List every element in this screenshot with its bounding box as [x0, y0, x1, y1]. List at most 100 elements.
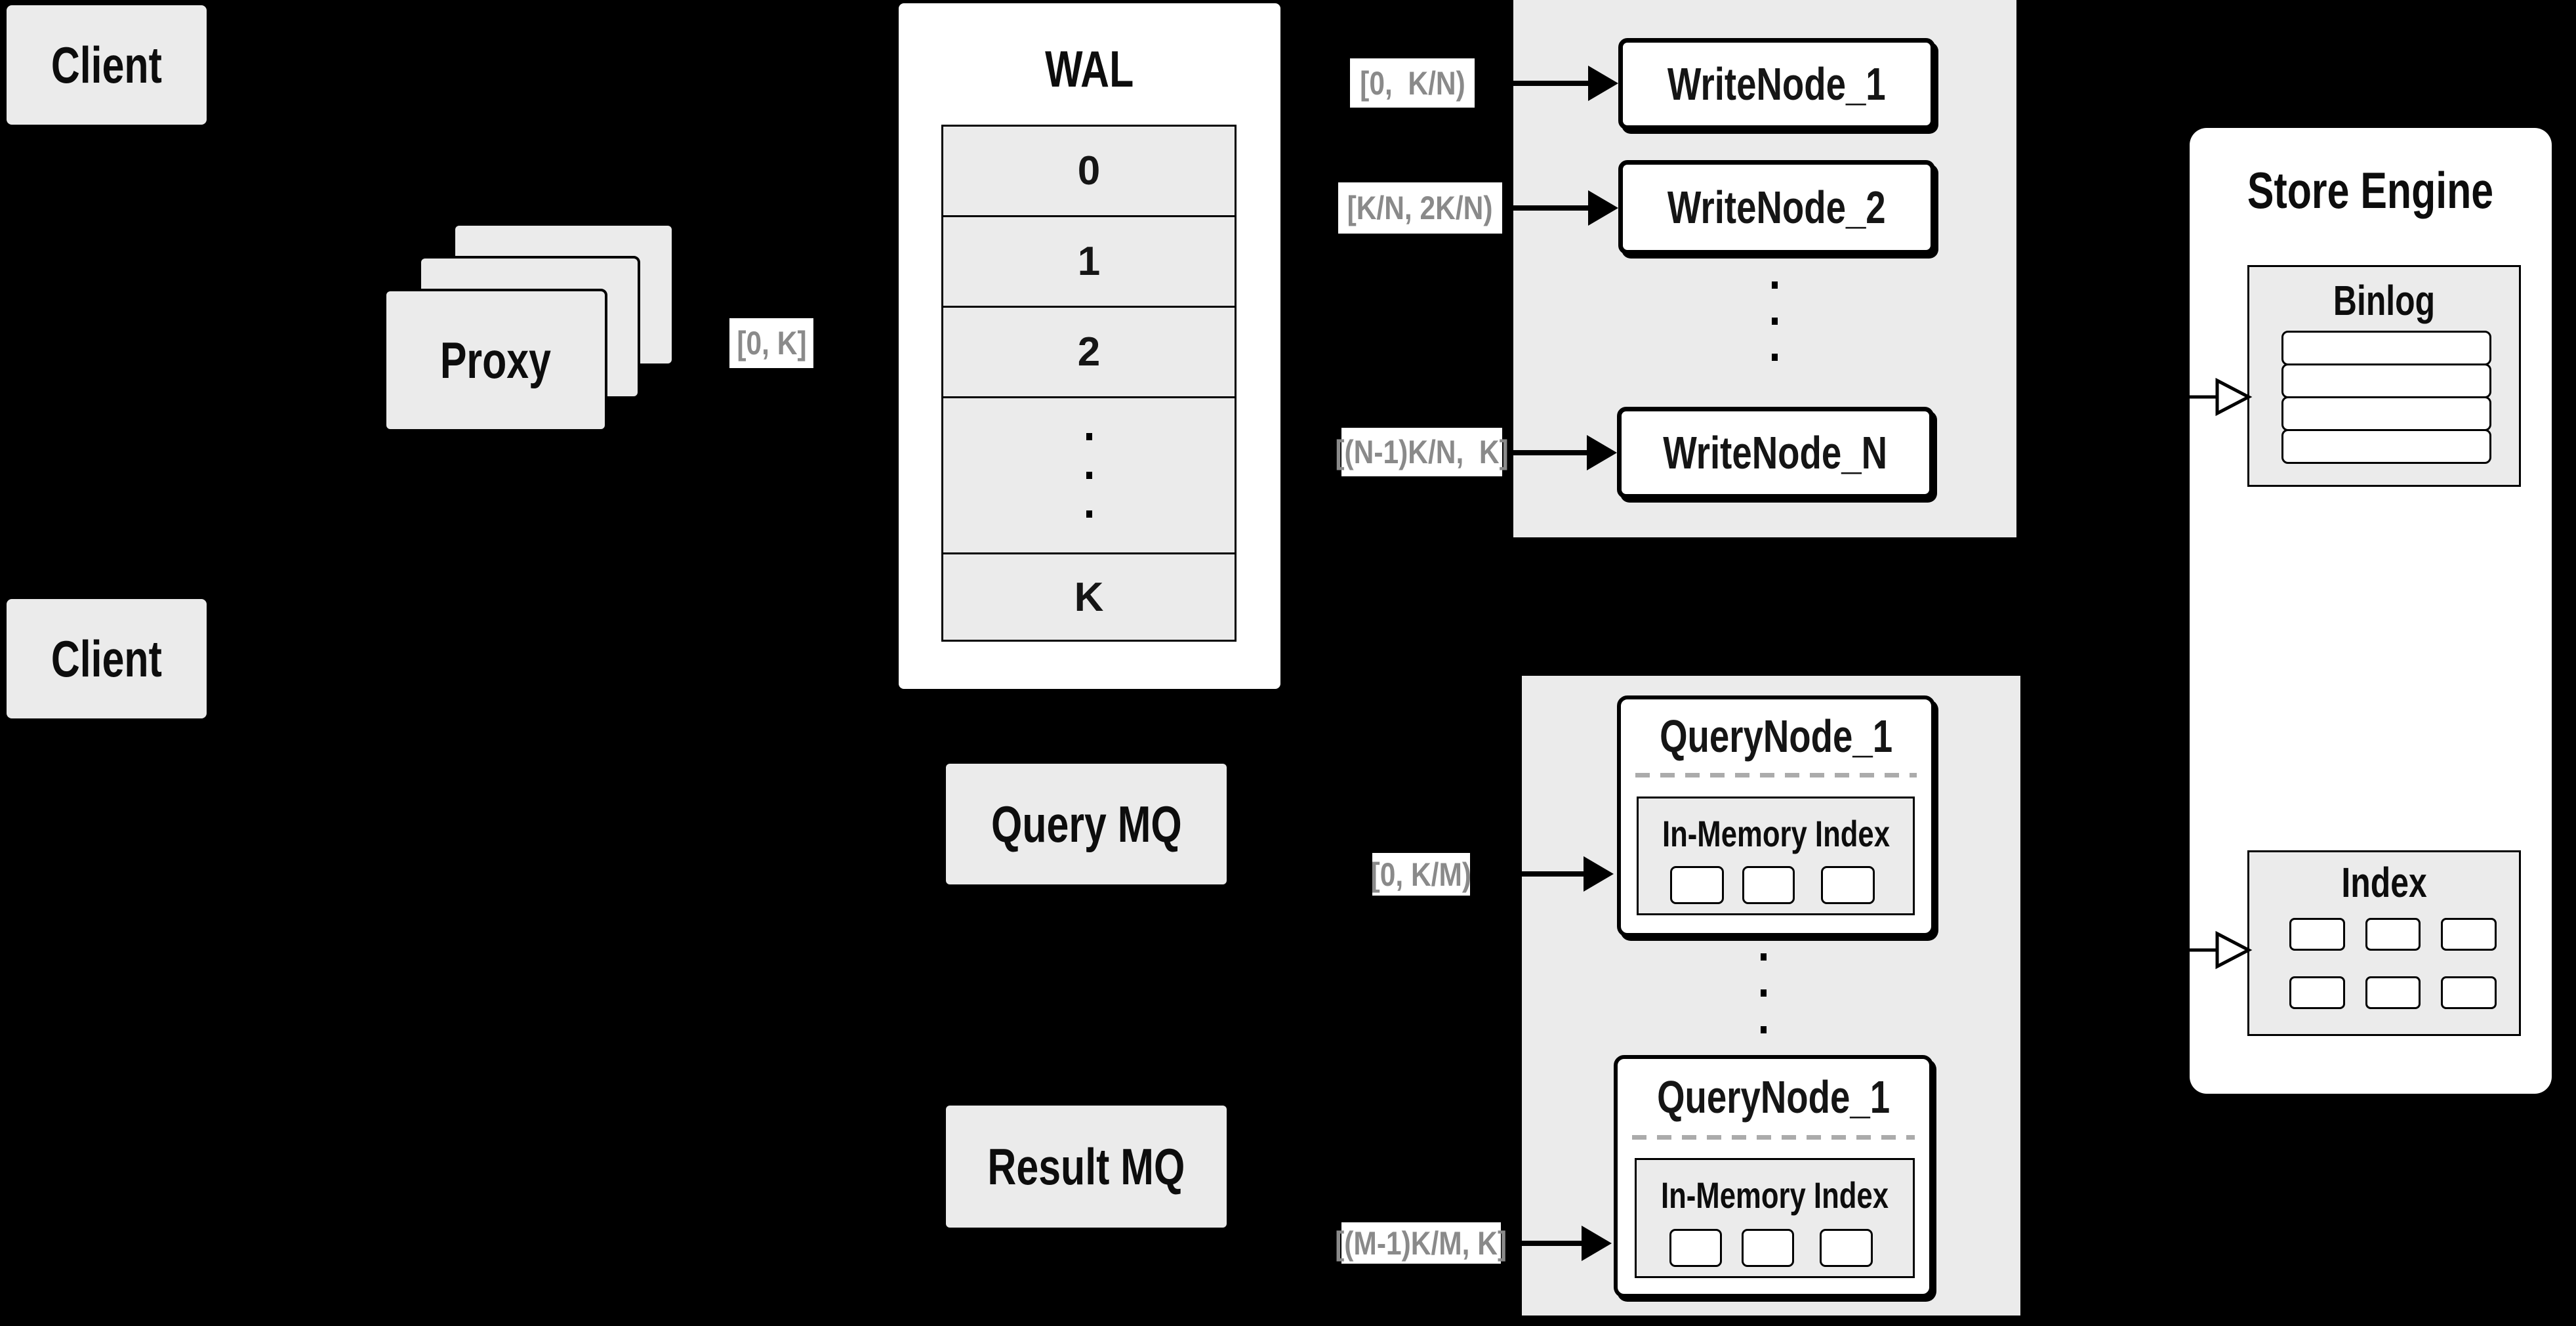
range-label-proxy-wal: [0, K] [729, 318, 813, 368]
in-memory-index-title-text: In-Memory Index [1660, 1174, 1889, 1216]
ellipsis-dot [1086, 433, 1092, 440]
ellipsis-dot [1086, 472, 1092, 479]
index-segment [2365, 976, 2421, 1009]
wal-slot-2-label: 2 [1077, 329, 1101, 375]
memory-segment [1742, 1229, 1794, 1267]
range-label-query-top: [0, K/M) [1370, 853, 1472, 896]
write-node-2-label: WriteNode_2 [1667, 182, 1886, 233]
arrow-head-icon [1588, 190, 1618, 226]
ellipsis-dot [1761, 1026, 1767, 1033]
binlog-row [2281, 331, 2491, 365]
range-label-proxy-wal-text: [0, K] [736, 325, 807, 362]
binlog-title: Binlog [2249, 275, 2519, 326]
arrow-head-icon [1584, 856, 1614, 892]
binlog-row [2281, 396, 2491, 431]
range-label-query-bottom: [(M-1)K/M, K] [1335, 1222, 1507, 1264]
arrow-head-icon [1587, 435, 1617, 470]
wal-slot-k-label: K [1074, 574, 1104, 620]
dashed-divider [1632, 1135, 1915, 1140]
wal-title-text: WAL [1045, 39, 1134, 98]
range-label-query-top-text: [0, K/M) [1370, 856, 1472, 893]
index-segment [2289, 976, 2345, 1009]
query-node-bottom-title: QueryNode_1 [1618, 1059, 1929, 1135]
index-segment [2441, 976, 2497, 1009]
client-box-bottom: Client [7, 599, 207, 718]
wal-slot-row-1: 1 [941, 215, 1237, 308]
in-memory-index-box: In-Memory Index [1635, 1158, 1915, 1278]
binlog-box: Binlog [2247, 265, 2521, 487]
binlog-title-text: Binlog [2333, 277, 2436, 324]
index-segment [2365, 918, 2421, 951]
range-label-write-1: [0, K/N) [1350, 58, 1475, 108]
index-box: Index [2247, 850, 2521, 1036]
ellipsis-dot [1772, 318, 1778, 325]
arrow-line [1522, 1241, 1582, 1246]
query-node-bottom-title-text: QueryNode_1 [1656, 1071, 1891, 1123]
client-top-label: Client [51, 35, 162, 94]
range-label-write-n: [(N-1)K/N, K] [1335, 428, 1509, 476]
binlog-row [2281, 429, 2491, 464]
in-memory-index-box: In-Memory Index [1637, 797, 1915, 915]
query-mq-label: Query MQ [991, 795, 1182, 853]
wal-panel: WAL 0 1 2 K [899, 3, 1280, 689]
index-title: Index [2249, 859, 2519, 906]
wal-slot-row-k: K [941, 552, 1237, 642]
ellipsis-dot [1772, 281, 1778, 289]
query-mq-box: Query MQ [946, 764, 1227, 884]
arrow-line [1513, 205, 1589, 211]
index-segment [2289, 918, 2345, 951]
client-box-top: Client [7, 5, 207, 125]
ellipsis-dot [1761, 989, 1767, 997]
binlog-row [2281, 363, 2491, 398]
range-label-write-n-text: [(N-1)K/N, K] [1335, 434, 1509, 470]
result-mq-label: Result MQ [987, 1137, 1185, 1195]
write-node-1: WriteNode_1 [1618, 38, 1935, 130]
write-node-n-label: WriteNode_N [1663, 427, 1888, 478]
range-label-write-2: [K/N, 2K/N) [1338, 182, 1502, 234]
wal-slot-0-label: 0 [1077, 148, 1101, 194]
open-arrow-icon [2190, 930, 2253, 970]
write-node-2: WriteNode_2 [1618, 160, 1935, 255]
wal-title: WAL [899, 39, 1280, 98]
store-engine-panel: Store Engine Binlog Index [2190, 128, 2552, 1094]
query-node-top: QueryNode_1 In-Memory Index [1617, 695, 1935, 937]
range-label-write-2-text: [K/N, 2K/N) [1347, 190, 1493, 226]
binlog-rows [2281, 331, 2491, 464]
wal-slot-row-0: 0 [941, 125, 1237, 217]
wal-slot-1-label: 1 [1077, 239, 1101, 284]
range-label-write-1-text: [0, K/N) [1359, 64, 1465, 102]
open-arrow-icon [2190, 377, 2253, 417]
memory-segment [1821, 866, 1875, 904]
write-node-1-label: WriteNode_1 [1667, 58, 1886, 110]
ellipsis-dot [1772, 354, 1778, 361]
query-node-top-title: QueryNode_1 [1621, 699, 1931, 773]
proxy-card-front: Proxy [384, 289, 607, 432]
query-node-bottom: QueryNode_1 In-Memory Index [1614, 1055, 1933, 1298]
ellipsis-dot [1761, 953, 1767, 961]
in-memory-index-title: In-Memory Index [1639, 802, 1913, 865]
arrow-head-icon [1588, 66, 1618, 101]
proxy-label: Proxy [440, 331, 552, 389]
memory-segment [1669, 1229, 1722, 1267]
memory-segment [1670, 866, 1724, 904]
query-node-top-title-text: QueryNode_1 [1659, 711, 1893, 762]
wal-slot-table: 0 1 2 K [941, 125, 1237, 642]
in-memory-index-title: In-Memory Index [1637, 1164, 1913, 1226]
arrow-head-icon [1582, 1226, 1612, 1261]
store-engine-title: Store Engine [2190, 161, 2552, 220]
client-bottom-label: Client [51, 629, 162, 688]
index-segment [2441, 918, 2497, 951]
ellipsis-dot [1086, 510, 1092, 518]
write-node-n: WriteNode_N [1617, 407, 1934, 499]
index-title-text: Index [2341, 859, 2427, 906]
wal-slot-row-2: 2 [941, 306, 1237, 398]
memory-segment [1742, 866, 1795, 904]
wal-ellipsis-row [941, 396, 1237, 554]
memory-segment [1820, 1229, 1873, 1267]
range-label-query-bottom-text: [(M-1)K/M, K] [1335, 1224, 1507, 1262]
arrow-line [1513, 81, 1589, 86]
result-mq-box: Result MQ [946, 1106, 1227, 1228]
arrow-line [1522, 871, 1584, 877]
store-engine-title-text: Store Engine [2247, 161, 2494, 219]
